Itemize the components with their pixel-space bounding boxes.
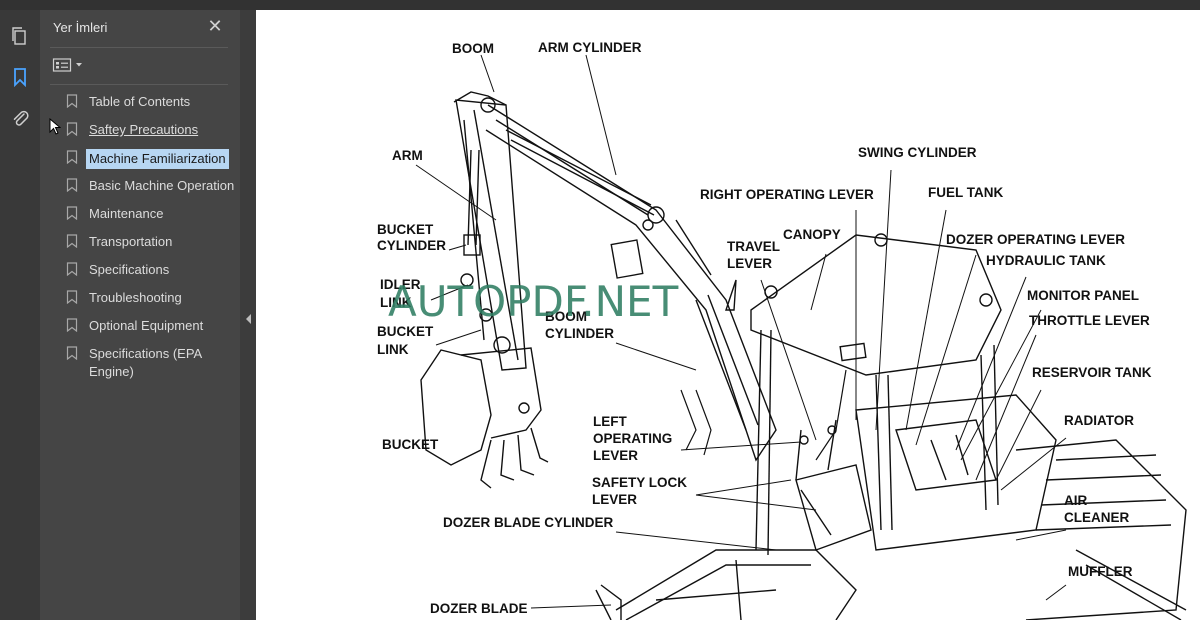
label-monitor-panel: MONITOR PANEL bbox=[1027, 288, 1139, 303]
bookmark-label: Troubleshooting bbox=[89, 290, 182, 305]
bookmark-item[interactable]: Machine Familiarization bbox=[66, 149, 238, 169]
bookmark-item[interactable]: Specifications bbox=[66, 261, 238, 279]
bookmark-icon bbox=[66, 206, 78, 220]
label-reservoir-tank: RESERVOIR TANK bbox=[1032, 365, 1152, 380]
label-right-operating-lever: RIGHT OPERATING LEVER bbox=[700, 187, 874, 202]
label-throttle-lever: THROTTLE LEVER bbox=[1029, 313, 1150, 328]
bookmark-item[interactable]: Specifications (EPA Engine) bbox=[66, 345, 238, 381]
bookmark-label: Optional Equipment bbox=[89, 318, 204, 333]
bookmark-label: Specifications (EPA Engine) bbox=[89, 346, 202, 379]
panel-divider bbox=[50, 47, 228, 48]
panel-divider bbox=[50, 84, 228, 85]
mouse-cursor-icon bbox=[49, 117, 62, 141]
label-safety-lock-lever-2: LEVER bbox=[592, 492, 637, 507]
panel-title: Yer İmleri bbox=[53, 20, 108, 35]
label-canopy: CANOPY bbox=[783, 227, 841, 242]
label-dozer-blade-cylinder: DOZER BLADE CYLINDER bbox=[443, 515, 614, 530]
label-radiator: RADIATOR bbox=[1064, 413, 1134, 428]
bookmark-label: Transportation bbox=[89, 234, 173, 249]
bookmark-label: Machine Familiarization bbox=[86, 149, 229, 169]
bookmark-item[interactable]: Maintenance bbox=[66, 205, 238, 223]
close-icon[interactable]: ✕ bbox=[207, 16, 223, 36]
label-bucket-cylinder-1: BUCKET bbox=[377, 222, 434, 237]
bookmark-label: Specifications bbox=[89, 262, 170, 277]
label-boom-cylinder-1: BOOM bbox=[545, 309, 587, 324]
watermark-text: AUTOPDF.NET bbox=[388, 277, 679, 326]
bookmark-item[interactable]: Troubleshooting bbox=[66, 289, 238, 307]
label-bucket-link-2: LINK bbox=[377, 342, 409, 357]
bookmark-icon bbox=[66, 122, 78, 136]
bookmark-icon[interactable] bbox=[8, 65, 32, 89]
label-dozer-operating-lever: DOZER OPERATING LEVER bbox=[946, 232, 1125, 247]
bookmark-item[interactable]: Optional Equipment bbox=[66, 317, 238, 335]
label-arm-cylinder: ARM CYLINDER bbox=[538, 40, 642, 55]
label-bucket-link-1: BUCKET bbox=[377, 324, 434, 339]
bookmark-label: Maintenance bbox=[89, 206, 164, 221]
bookmark-item[interactable]: Table of Contents bbox=[66, 93, 238, 111]
document-page: BOOM ARM CYLINDER ARM SWING CYLINDER RIG… bbox=[256, 10, 1200, 620]
label-boom-cylinder-2: CYLINDER bbox=[545, 326, 614, 341]
bookmark-item[interactable]: Basic Machine Operation bbox=[66, 177, 238, 195]
bookmark-icon bbox=[66, 318, 78, 332]
bookmark-icon bbox=[66, 94, 78, 108]
label-safety-lock-lever-1: SAFETY LOCK bbox=[592, 475, 687, 490]
bookmark-label: Table of Contents bbox=[89, 94, 191, 109]
label-boom: BOOM bbox=[452, 41, 494, 56]
label-fuel-tank: FUEL TANK bbox=[928, 185, 1003, 200]
label-dozer-blade: DOZER BLADE bbox=[430, 601, 528, 616]
chevron-down-icon bbox=[76, 63, 82, 67]
label-air-cleaner-2: CLEANER bbox=[1064, 510, 1130, 525]
label-bucket-cylinder-2: CYLINDER bbox=[377, 238, 446, 253]
collapse-panel-icon[interactable] bbox=[243, 312, 253, 326]
pages-icon[interactable] bbox=[8, 24, 32, 48]
label-hydraulic-tank: HYDRAULIC TANK bbox=[986, 253, 1106, 268]
label-swing-cylinder: SWING CYLINDER bbox=[858, 145, 977, 160]
side-tool-rail bbox=[0, 10, 41, 620]
bookmark-icon bbox=[66, 346, 78, 360]
bookmark-icon bbox=[66, 150, 78, 164]
label-bucket: BUCKET bbox=[382, 437, 439, 452]
attachment-icon[interactable] bbox=[8, 106, 32, 130]
bookmark-item[interactable]: Saftey Precautions bbox=[66, 121, 238, 139]
bookmark-icon bbox=[66, 178, 78, 192]
excavator-diagram: BOOM ARM CYLINDER ARM SWING CYLINDER RIG… bbox=[377, 40, 1187, 620]
label-left-operating-lever-1: LEFT bbox=[593, 414, 627, 429]
label-idler-link-1: IDLER bbox=[380, 277, 421, 292]
label-travel-lever-2: LEVER bbox=[727, 256, 772, 271]
bookmark-label: Saftey Precautions bbox=[89, 122, 199, 137]
bookmark-icon bbox=[66, 262, 78, 276]
label-travel-lever-1: TRAVEL bbox=[727, 239, 780, 254]
label-left-operating-lever-3: LEVER bbox=[593, 448, 638, 463]
label-idler-link-2: LINK bbox=[380, 295, 412, 310]
bookmark-options-icon bbox=[52, 58, 72, 72]
label-arm: ARM bbox=[392, 148, 423, 163]
bookmark-item[interactable]: Transportation bbox=[66, 233, 238, 251]
label-left-operating-lever-2: OPERATING bbox=[593, 431, 672, 446]
label-muffler: MUFFLER bbox=[1068, 564, 1133, 579]
panel-splitter[interactable] bbox=[240, 10, 256, 620]
bookmark-options-button[interactable] bbox=[52, 54, 86, 76]
bookmark-label: Basic Machine Operation bbox=[89, 178, 235, 193]
bookmark-icon bbox=[66, 234, 78, 248]
bookmark-icon bbox=[66, 290, 78, 304]
label-air-cleaner-1: AIR bbox=[1064, 493, 1088, 508]
